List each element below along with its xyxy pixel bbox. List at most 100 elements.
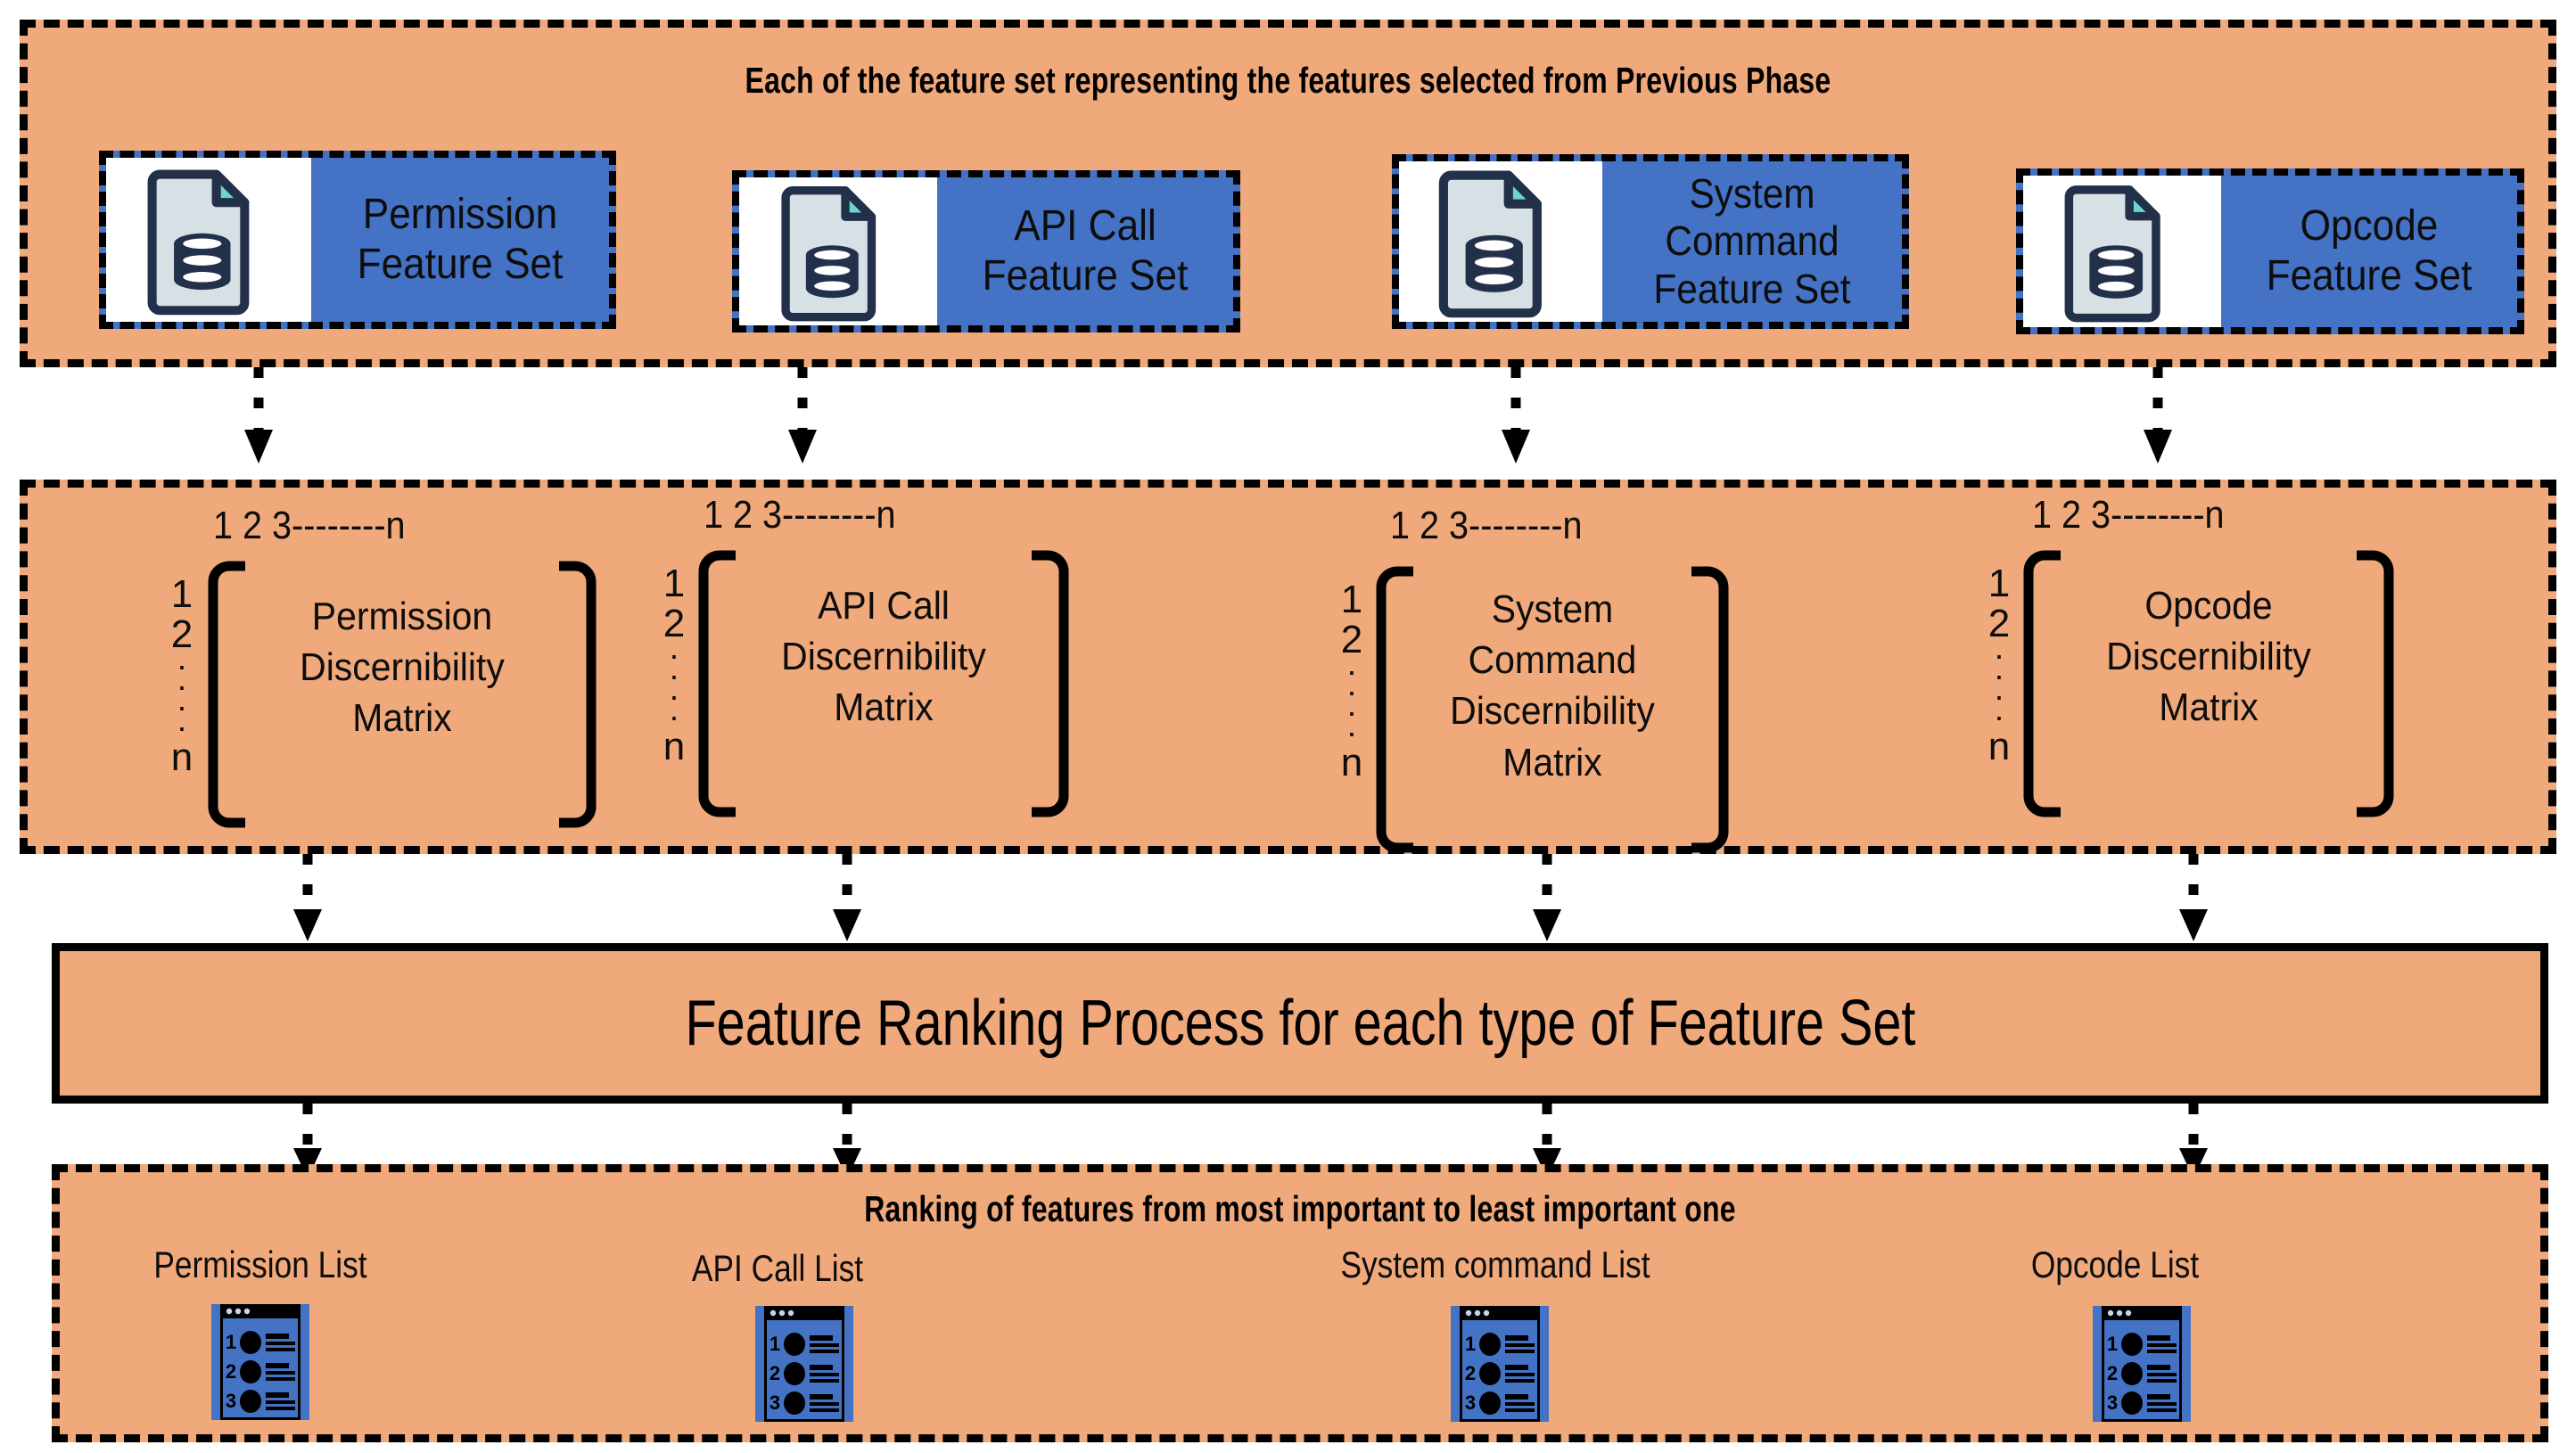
matrix-body: Permission Discernibility Matrix — [206, 561, 598, 828]
output-list-label-api-call: API Call List — [691, 1247, 864, 1289]
phase-4-ranked-lists-panel: Ranking of features from most important … — [52, 1164, 2548, 1442]
matrix-label: System Command Discernibility Matrix — [1450, 587, 1655, 784]
matrix-column-header: 1 2 3--------n — [2031, 493, 2225, 537]
arrow-phase1-to-phase2-3 — [1498, 367, 1534, 465]
feature-set-card-system-command[interactable]: System Command Feature Set — [1392, 154, 1909, 329]
matrix-left-bracket — [2021, 550, 2062, 817]
feature-set-card-label: API Call Feature Set — [982, 202, 1189, 300]
svg-text:3: 3 — [1465, 1391, 1476, 1414]
feature-set-card-opcode[interactable]: Opcode Feature Set — [2016, 168, 2524, 334]
row-index-dots: · · · · — [1993, 635, 2005, 735]
matrix-body: System Command Discernibility Matrix — [1374, 566, 1731, 853]
ranked-list-icon: 1 2 3 — [755, 1306, 853, 1422]
arrow-phase3-to-phase4-1 — [290, 1104, 325, 1180]
svg-text:2: 2 — [2107, 1362, 2118, 1384]
document-database-icon — [2064, 185, 2160, 323]
feature-set-card-permission[interactable]: Permission Feature Set — [99, 151, 616, 329]
matrix-right-bracket — [1690, 566, 1731, 853]
matrix-label: Permission Discernibility Matrix — [300, 595, 505, 741]
matrix-body: API Call Discernibility Matrix — [696, 550, 1071, 817]
feature-set-card-label: System Command Feature Set — [1653, 169, 1851, 312]
row-index-1: 1 — [663, 562, 686, 605]
matrix-right-bracket — [2355, 550, 2396, 817]
row-index-n: n — [1340, 740, 1363, 784]
row-index-dots: · · · · — [668, 635, 680, 735]
row-index-dots: · · · · — [176, 645, 188, 746]
document-database-icon-wrap — [106, 158, 311, 322]
row-index-1: 1 — [170, 572, 193, 616]
arrow-phase1-to-phase2-1 — [241, 367, 276, 465]
svg-text:3: 3 — [226, 1390, 236, 1412]
ranked-list-icon-permission[interactable]: 1 2 3 — [211, 1304, 309, 1420]
matrix-row-header: 1 2 · · · · n — [654, 562, 695, 768]
document-database-icon-wrap — [2023, 176, 2221, 327]
row-index-1: 1 — [1340, 578, 1363, 621]
row-index-2: 2 — [663, 601, 686, 645]
matrix-label: Opcode Discernibility Matrix — [2106, 584, 2311, 730]
matrix-system-command[interactable]: 1 2 3--------n 1 2 · · · · n System Comm… — [1312, 504, 1784, 860]
feature-set-card-label: Opcode Feature Set — [2266, 202, 2473, 300]
arrow-phase2-to-phase3-4 — [2176, 854, 2211, 943]
phase-1-feature-sets-panel: Each of the feature set representing the… — [20, 20, 2556, 367]
svg-text:1: 1 — [1465, 1333, 1476, 1355]
row-index-dots: · · · · — [1346, 651, 1358, 751]
matrix-right-bracket — [557, 561, 598, 828]
ranked-list-icon: 1 2 3 — [1451, 1306, 1549, 1422]
matrix-row-header: 1 2 · · · · n — [1331, 578, 1372, 784]
matrix-row-header: 1 2 · · · · n — [161, 572, 202, 779]
arrow-phase3-to-phase4-2 — [829, 1104, 865, 1180]
svg-text:2: 2 — [226, 1360, 236, 1383]
matrix-opcode[interactable]: 1 2 3--------n 1 2 · · · · n Opcode Disc… — [1963, 493, 2417, 841]
svg-text:3: 3 — [770, 1391, 780, 1414]
matrix-left-bracket — [206, 561, 247, 828]
document-database-icon-wrap — [739, 177, 937, 325]
matrix-label: API Call Discernibility Matrix — [781, 584, 986, 730]
document-database-icon — [147, 169, 250, 316]
arrow-phase3-to-phase4-3 — [1529, 1104, 1565, 1180]
matrix-right-bracket — [1030, 550, 1071, 817]
ranked-list-icon: 1 2 3 — [2093, 1306, 2191, 1422]
ranked-list-icon-api-call[interactable]: 1 2 3 — [755, 1306, 853, 1422]
matrix-body: Opcode Discernibility Matrix — [2021, 550, 2396, 817]
arrow-phase2-to-phase3-1 — [290, 854, 325, 943]
matrix-permission[interactable]: 1 2 3--------n 1 2 · · · · n Permission … — [144, 504, 607, 851]
matrix-api-call[interactable]: 1 2 3--------n 1 2 · · · · n API Call Di… — [643, 493, 1089, 841]
row-index-2: 2 — [1340, 617, 1363, 661]
arrow-phase3-to-phase4-4 — [2176, 1104, 2211, 1180]
document-database-icon — [1438, 170, 1542, 318]
row-index-n: n — [663, 724, 686, 768]
ranked-list-icon-system-command[interactable]: 1 2 3 — [1451, 1306, 1549, 1422]
output-list-label-opcode: Opcode List — [2030, 1244, 2200, 1285]
output-list-label-system-command: System command List — [1340, 1244, 1650, 1285]
arrow-phase2-to-phase3-3 — [1529, 854, 1565, 943]
phase-3-feature-ranking-process-bar[interactable]: Feature Ranking Process for each type of… — [52, 943, 2548, 1104]
svg-text:1: 1 — [226, 1331, 236, 1353]
row-index-n: n — [1988, 724, 2011, 768]
matrix-left-bracket — [696, 550, 737, 817]
row-index-2: 2 — [1988, 601, 2011, 645]
svg-text:3: 3 — [2107, 1391, 2118, 1414]
phase-1-title: Each of the feature set representing the… — [745, 60, 1831, 101]
matrix-row-header: 1 2 · · · · n — [1979, 562, 2020, 768]
phase-3-title: Feature Ranking Process for each type of… — [685, 988, 1915, 1059]
arrow-phase1-to-phase2-2 — [785, 367, 820, 465]
document-database-icon-wrap — [1399, 161, 1602, 322]
document-database-icon — [781, 186, 876, 322]
feature-set-card-api-call[interactable]: API Call Feature Set — [732, 170, 1240, 332]
arrow-phase2-to-phase3-2 — [829, 854, 865, 943]
matrix-column-header: 1 2 3--------n — [703, 493, 896, 537]
row-index-n: n — [170, 735, 193, 779]
svg-text:1: 1 — [2107, 1333, 2118, 1355]
svg-text:2: 2 — [1465, 1362, 1476, 1384]
svg-text:2: 2 — [770, 1362, 780, 1384]
row-index-2: 2 — [170, 612, 193, 656]
row-index-1: 1 — [1988, 562, 2011, 605]
ranked-list-icon: 1 2 3 — [211, 1304, 309, 1420]
svg-text:1: 1 — [770, 1333, 780, 1355]
ranked-list-icon-opcode[interactable]: 1 2 3 — [2093, 1306, 2191, 1422]
matrix-column-header: 1 2 3--------n — [1389, 504, 1583, 547]
output-list-label-permission: Permission List — [153, 1244, 367, 1285]
phase-2-discernibility-matrices-panel: 1 2 3--------n 1 2 · · · · n Permission … — [20, 480, 2556, 854]
arrow-phase1-to-phase2-4 — [2140, 367, 2176, 465]
matrix-column-header: 1 2 3--------n — [212, 504, 406, 547]
